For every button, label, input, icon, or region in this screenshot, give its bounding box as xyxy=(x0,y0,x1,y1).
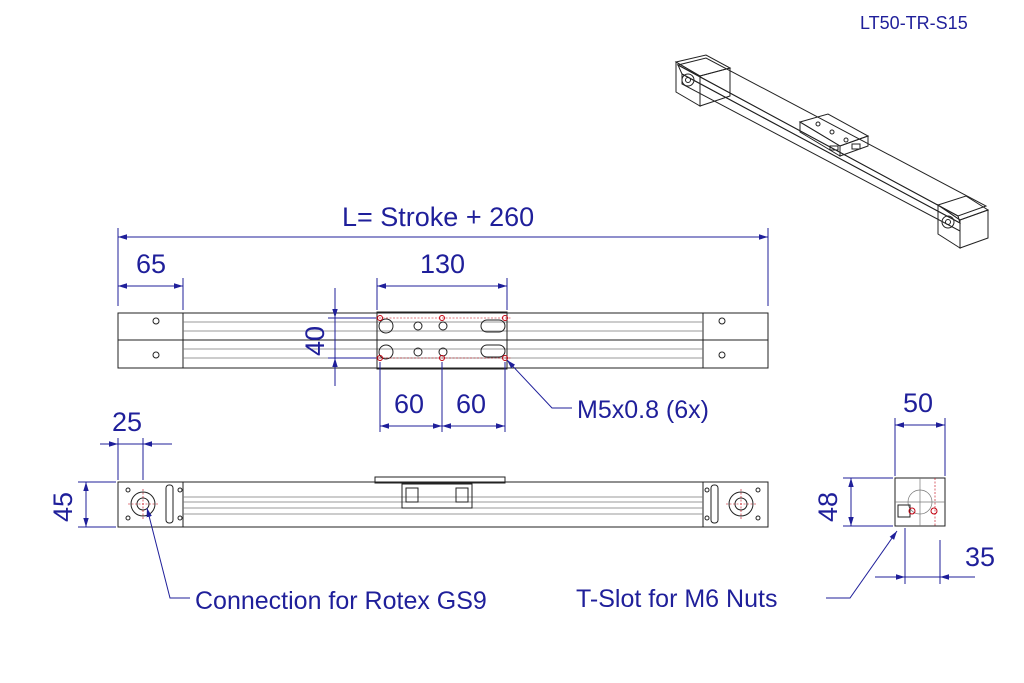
side-view xyxy=(117,476,769,528)
hole-spacing-right-label: 60 xyxy=(456,389,486,419)
end-offset-dimension: 65 xyxy=(118,249,184,310)
profile-width-label: 50 xyxy=(903,388,933,418)
carriage-width-dimension: 40 xyxy=(300,288,376,386)
side-height-dimension: 45 xyxy=(48,481,116,528)
carriage-length-dimension: 130 xyxy=(376,249,508,310)
overall-length-label: L= Stroke + 260 xyxy=(342,202,534,232)
overall-length-dimension: L= Stroke + 260 xyxy=(117,202,769,306)
motor-offset-label: 25 xyxy=(112,407,142,437)
top-view xyxy=(117,311,769,370)
isometric-view xyxy=(674,54,990,249)
carriage-length-label: 130 xyxy=(420,249,465,279)
connection-callout: Connection for Rotex GS9 xyxy=(146,507,487,615)
hole-spacing-left-label: 60 xyxy=(394,389,424,419)
end-offset-label: 65 xyxy=(136,249,166,279)
end-view xyxy=(894,477,946,527)
tslot-callout: T-Slot for M6 Nuts xyxy=(576,530,898,613)
profile-height-dimension: 48 xyxy=(813,477,893,527)
hole-spacing-dimension: 60 60 xyxy=(379,362,506,432)
profile-height-label: 48 xyxy=(813,492,843,522)
profile-width-dimension: 50 xyxy=(894,388,946,476)
part-number: LT50-TR-S15 xyxy=(860,13,968,33)
connection-callout-label: Connection for Rotex GS9 xyxy=(195,587,487,615)
tslot-callout-label: T-Slot for M6 Nuts xyxy=(576,585,777,613)
tslot-offset-dimension: 35 xyxy=(875,528,995,584)
carriage-width-label: 40 xyxy=(300,326,330,356)
motor-offset-dimension: 25 xyxy=(100,407,172,480)
thread-callout: M5x0.8 (6x) xyxy=(506,359,709,424)
thread-callout-label: M5x0.8 (6x) xyxy=(577,396,709,424)
tslot-offset-label: 35 xyxy=(965,542,995,572)
side-height-label: 45 xyxy=(48,492,78,522)
